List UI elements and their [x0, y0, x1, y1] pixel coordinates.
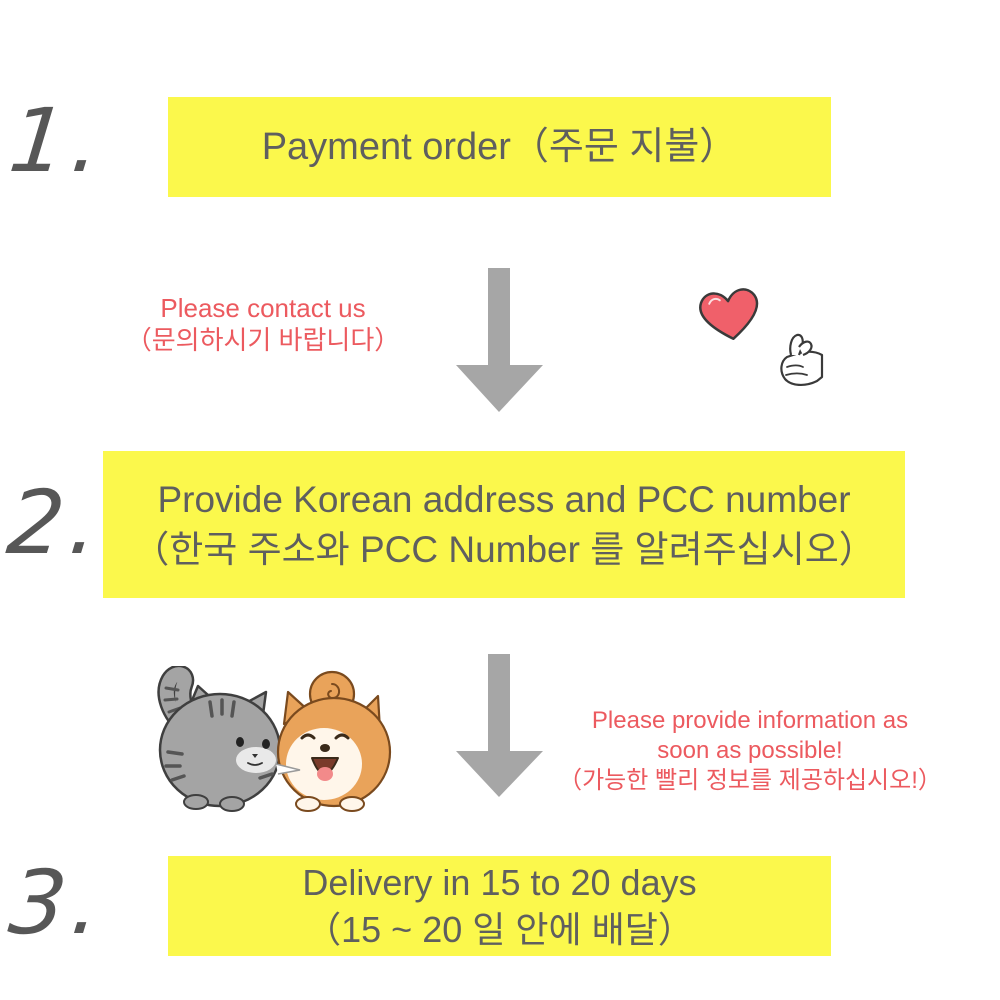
step-2-subtitle: （한국 주소와 PCC Number 를 알려주십시오）: [132, 528, 876, 570]
info-asap-note-line-1: Please provide information as: [591, 707, 909, 734]
finger-heart-icon: [780, 333, 824, 386]
down-arrow-icon: [456, 654, 543, 797]
info-asap-note-line-3: （가능한 빨리 정보를 제공하십시오!）: [558, 767, 942, 794]
step-3-box: Delivery in 15 to 20 days （15 ~ 20 일 안에 …: [168, 856, 831, 956]
contact-note-line-2: （문의하시기 바랍니다）: [125, 325, 401, 355]
contact-note-line-1: Please contact us: [160, 293, 366, 323]
pets-illustration: [157, 666, 392, 812]
step-3-subtitle: （15 ~ 20 일 안에 배달）: [305, 909, 694, 950]
step-number-1: 1.: [4, 89, 112, 192]
cat-illustration: [157, 666, 282, 812]
step-number-2: 2.: [2, 471, 110, 574]
step-2-title: Provide Korean address and PCC number: [157, 478, 851, 520]
step-2-box: Provide Korean address and PCC number （한…: [103, 451, 905, 598]
arrow-shaft: [488, 654, 510, 752]
arrow-head: [456, 365, 543, 412]
step-3-title: Delivery in 15 to 20 days: [302, 862, 697, 903]
heart-finger-illustration: [699, 288, 824, 386]
shiba-dog-illustration: [275, 670, 392, 812]
info-asap-note-line-2: soon as possible!: [657, 737, 843, 764]
contact-note: Please contact us （문의하시기 바랍니다）: [103, 292, 423, 356]
info-asap-note: Please provide information as soon as po…: [540, 706, 960, 796]
heart-icon: [699, 288, 759, 341]
step-1-box: Payment order（주문 지불）: [168, 97, 831, 197]
step-1-title: Payment order（주문 지불）: [261, 126, 738, 168]
down-arrow-icon: [456, 268, 543, 412]
arrow-head: [456, 751, 543, 797]
arrow-shaft: [488, 268, 510, 368]
step-number-3: 3.: [4, 851, 112, 954]
